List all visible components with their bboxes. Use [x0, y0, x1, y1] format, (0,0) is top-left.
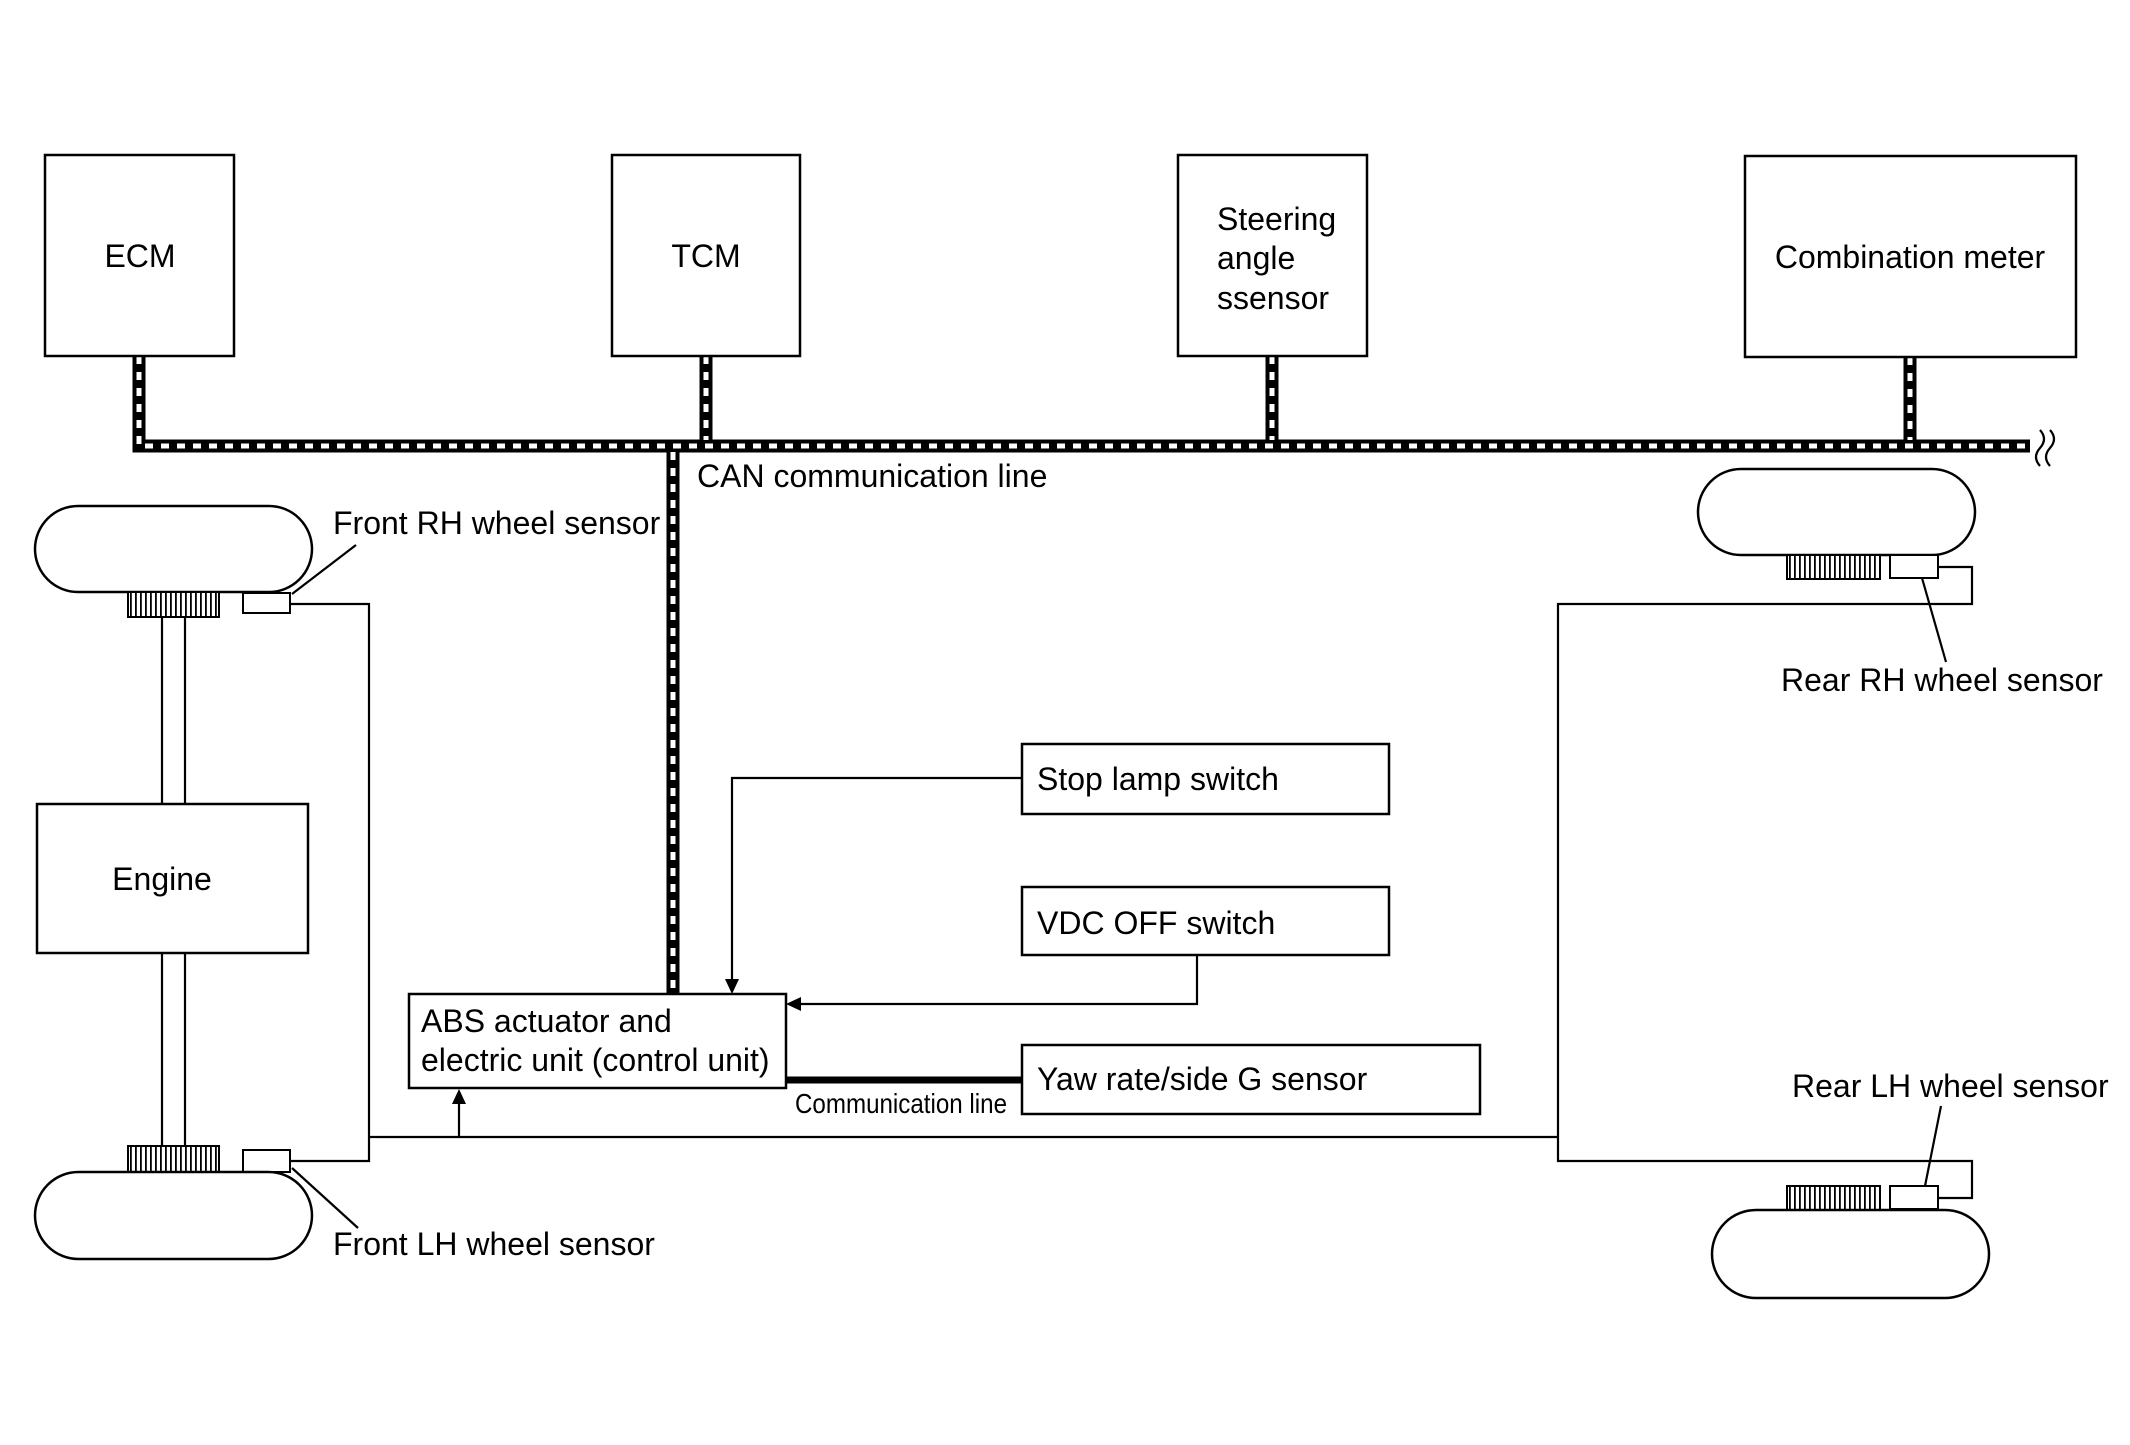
front-lh-wheel-sensor-label: Front LH wheel sensor — [333, 1226, 655, 1262]
abs-actuator-box — [407, 992, 788, 1090]
rear-sensors-wire — [1556, 565, 1974, 1200]
rear-lh-sensor-leader — [1923, 1105, 1943, 1187]
rear-lh-sensor-rotor — [1786, 1185, 1881, 1211]
rear-rh-sensor-rotor — [1786, 554, 1881, 580]
rear-rh-wheel-sensor-label: Rear RH wheel sensor — [1781, 662, 2103, 698]
can-line-label: CAN communication line — [697, 458, 1047, 494]
front-rh-wheel-sensor — [242, 592, 291, 614]
vdc-off-switch-wire — [799, 955, 1199, 1006]
steering-angle-sensor-module: Steering angle ssensor — [1176, 153, 1369, 358]
stop-lamp-switch-wire — [730, 776, 1022, 981]
sensor-input-arrowhead — [452, 1089, 466, 1104]
tcm-label: TCM — [671, 238, 740, 274]
vdc-off-switch-arrowhead — [786, 997, 801, 1011]
ecm-module: ECM — [43, 153, 236, 358]
yaw-rate-sensor-box — [1020, 1043, 1482, 1116]
engine-block: Engine — [35, 802, 310, 955]
wheel-sensor-wiring — [290, 565, 1974, 1200]
rear-lh-wheel-sensor-label: Rear LH wheel sensor — [1792, 1068, 2109, 1104]
rear-rh-sensor-leader — [1920, 577, 1948, 663]
rear-rh-wheel-assembly: Rear RH wheel sensor — [1696, 467, 2103, 698]
steering-angle-sensor-label-line-2: angle — [1217, 240, 1295, 276]
front-rh-sensor-rotor — [127, 591, 220, 618]
combination-meter-label: Combination meter — [1775, 239, 2046, 275]
steering-angle-sensor-label-line-1: Steering — [1217, 201, 1336, 237]
stop-lamp-switch-label: Stop lamp switch — [1037, 761, 1279, 797]
stop-lamp-switch-arrowhead — [725, 979, 739, 994]
abs-actuator-label-line-2: electric unit (control unit) — [421, 1042, 770, 1078]
vdc-off-switch: VDC OFF switch — [786, 885, 1391, 1011]
can-bus-main-dashes — [136, 356, 2030, 449]
ecm-box — [43, 153, 236, 358]
combination-meter-module: Combination meter — [1743, 154, 2078, 359]
combination-meter-box — [1743, 154, 2078, 359]
front-rh-wheel-assembly: Front RH wheel sensor — [33, 504, 661, 618]
engine-label: Engine — [112, 861, 212, 897]
vdc-off-switch-box — [1020, 885, 1391, 957]
ecm-label: ECM — [104, 238, 175, 274]
abs-actuator-label-line-1: ABS actuator and — [421, 1003, 672, 1039]
communication-line-label: Communication line — [795, 1088, 1007, 1119]
stop-lamp-switch: Stop lamp switch — [725, 742, 1391, 994]
front-lh-wheel — [33, 1170, 314, 1261]
steering-angle-sensor-box — [1176, 153, 1369, 358]
front-rh-sensor-leader — [291, 544, 357, 595]
bus-break-mark-2 — [2044, 429, 2056, 467]
tcm-module: TCM — [610, 153, 802, 358]
front-lh-wheel-sensor — [242, 1149, 291, 1173]
can-bus: CAN communication line — [132, 356, 2056, 994]
yaw-rate-side-g-sensor: Yaw rate/side G sensor Communication lin… — [786, 1043, 1482, 1119]
bus-break-mark-1 — [2034, 429, 2046, 467]
rear-lh-wheel — [1710, 1208, 1991, 1300]
front-sensors-wire — [290, 602, 371, 1163]
front-rh-wheel — [33, 504, 314, 594]
rear-rh-wheel-sensor — [1889, 554, 1939, 579]
front-rh-wheel-sensor-label: Front RH wheel sensor — [333, 505, 661, 541]
front-lh-sensor-leader — [291, 1167, 359, 1229]
tcm-box — [610, 153, 802, 358]
steering-angle-sensor-label-line-3: ssensor — [1217, 280, 1329, 316]
engine-box — [35, 802, 310, 955]
rear-lh-wheel-assembly: Rear LH wheel sensor — [1710, 1068, 2109, 1300]
front-lh-wheel-assembly: Front LH wheel sensor — [33, 1145, 655, 1262]
abs-actuator-unit: ABS actuator and electric unit (control … — [407, 992, 788, 1090]
rear-lh-wheel-sensor — [1889, 1185, 1939, 1210]
stop-lamp-switch-box — [1020, 742, 1391, 816]
yaw-rate-sensor-label: Yaw rate/side G sensor — [1037, 1061, 1368, 1097]
vdc-off-switch-label: VDC OFF switch — [1037, 905, 1275, 941]
can-bus-main — [132, 356, 2030, 453]
rear-rh-wheel — [1696, 467, 1977, 557]
